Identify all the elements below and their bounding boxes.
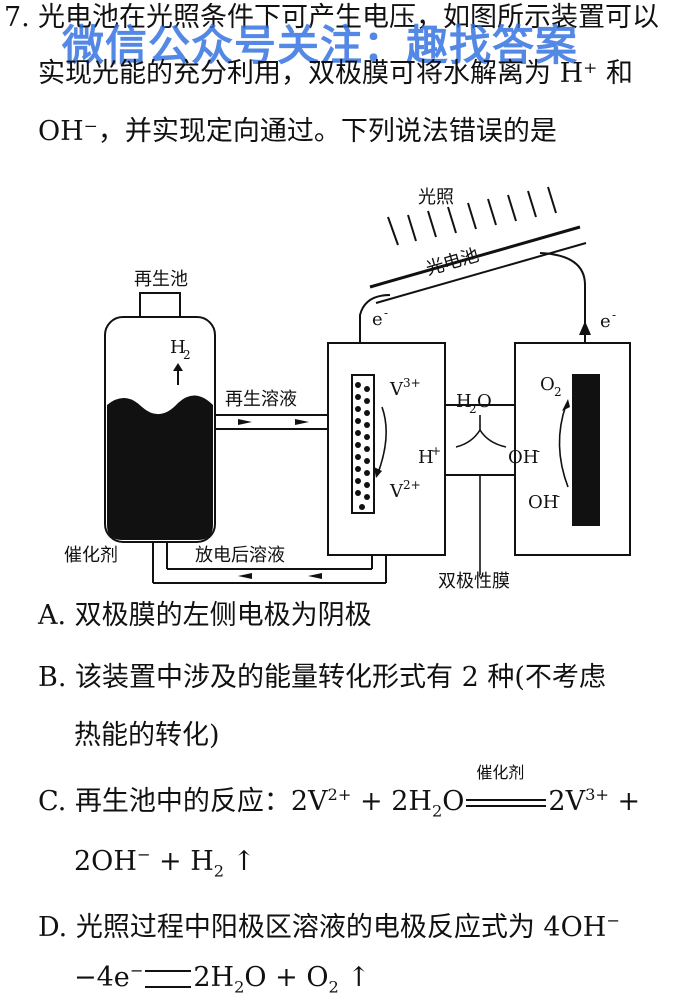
return-arrow-1 (308, 573, 322, 579)
stem-line-3: OH⁻，并实现定向通过。下列说法错误的是 (38, 116, 557, 147)
equals-arrow (145, 969, 192, 988)
regen-tank-cap (139, 292, 181, 318)
option-d-line1: D. 光照过程中阳极区溶液的电极反应式为 4OH− (38, 911, 620, 943)
v3-label: V (389, 379, 404, 400)
oh-right-label: OH (508, 447, 538, 468)
h2o-label: H (456, 391, 472, 412)
stem-line-2: 实现光能的充分利用，双极膜可将水解离为 H⁺ 和 (38, 58, 633, 89)
stem-line-1: 光电池在光照条件下可产生电压，如图所示装置可以 (38, 2, 659, 33)
discharged-solution-label: 放电后溶液 (195, 545, 285, 566)
h2-sub: 2 (183, 348, 191, 362)
regen-solution-label: 再生溶液 (225, 389, 297, 410)
option-c-line2: 2OH− + H2 ↑ (74, 845, 256, 881)
v2-label: V (389, 481, 404, 502)
return-arrow-2 (238, 573, 252, 579)
oh-right-sup: - (536, 444, 540, 458)
electrolysis-diagram: 光照 光电池 e - e - 再生池 H 2 再生溶液 H 2 O H + OH… (64, 186, 631, 592)
photocell-plate-top (369, 225, 581, 289)
right-electron-arrow (579, 321, 591, 335)
option-b-line1: B. 该装置中涉及的能量转化形式有 2 种(不考虑 (38, 662, 606, 693)
photocell-plate-bottom (375, 242, 587, 304)
h2-label: H (170, 337, 186, 358)
option-b-line2: 热能的转化) (74, 720, 220, 751)
electron-left-label: e (372, 309, 383, 330)
catalyst-condition-arrow: 催化剂 (464, 763, 548, 816)
o2-label: O (540, 374, 555, 395)
light-label: 光照 (418, 187, 454, 208)
wire-right (539, 252, 586, 365)
flow-arrow-2 (295, 419, 309, 425)
catalyst-label: 催化剂 (64, 545, 118, 566)
light-arrows (387, 186, 557, 246)
oh-bottom-sup: - (556, 489, 560, 503)
o2-sub: 2 (554, 385, 562, 399)
electrode-dots (355, 382, 370, 510)
electron-right-sup: - (612, 308, 616, 322)
regen-liquid (107, 395, 213, 540)
v2-sup: 2+ (403, 478, 421, 492)
option-d-line2: −4e−2H2O + O2 ↑ (74, 961, 370, 997)
option-c-line1: C. 再生池中的反应：2V2+ + 2H2O 催化剂 2V3+ + (38, 762, 641, 821)
h-plus-label: H (418, 447, 434, 468)
h-plus-sup: + (431, 444, 441, 458)
v3-sup: 3+ (403, 376, 421, 390)
electron-right-label: e (600, 311, 611, 332)
option-a: A. 双极膜的左侧电极为阴极 (38, 600, 372, 631)
membrane-label: 双极性膜 (438, 571, 510, 592)
h2o-mid: 2 (469, 402, 477, 416)
wire-left (359, 294, 391, 335)
watermark-logo: 微信公众号关注：趣找答案 (62, 21, 579, 70)
regen-tank-label: 再生池 (134, 269, 188, 290)
bipolar-membrane (444, 404, 516, 476)
electron-left-sup: - (384, 306, 388, 320)
h2o-end: O (477, 391, 492, 412)
right-electrode (572, 374, 600, 526)
oh-bottom-label: OH (528, 492, 558, 513)
question-number: 7. (4, 2, 30, 33)
flow-arrow-1 (238, 419, 252, 425)
